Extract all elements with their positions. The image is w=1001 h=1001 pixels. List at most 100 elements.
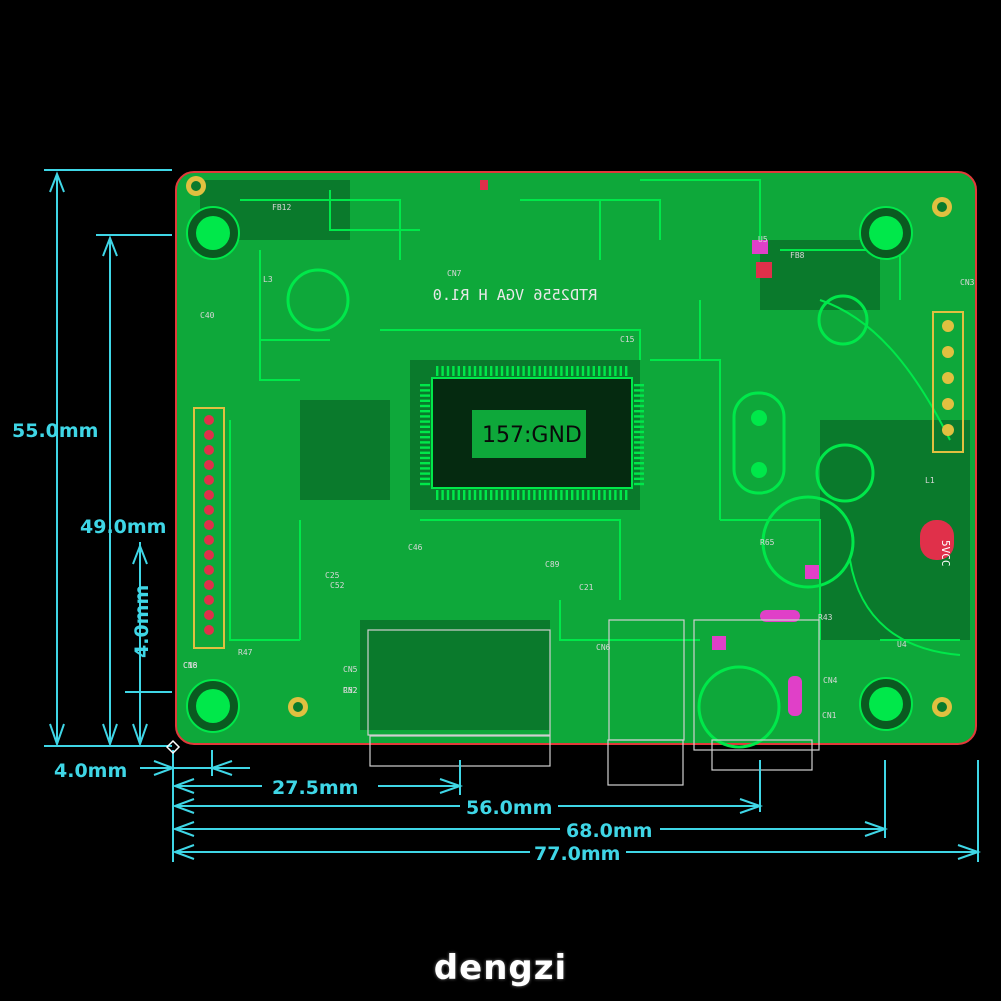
header-pin [204, 625, 214, 635]
chip-pin [533, 366, 536, 376]
chip-pin [549, 490, 552, 500]
silkscreen-label: FB8 [790, 251, 805, 260]
chip-pin [634, 430, 644, 434]
chip-pin [614, 490, 617, 500]
chip-pin [634, 472, 644, 475]
header-pin [204, 460, 214, 470]
chip-pin [420, 482, 430, 486]
chip-pin [420, 477, 430, 480]
chip-pin [592, 490, 595, 500]
chip-pin [500, 490, 504, 500]
silkscreen-label: CN3 [960, 278, 975, 287]
chip-pin [420, 446, 430, 449]
chip-pin [463, 366, 466, 376]
header-pin [204, 430, 214, 440]
header-pin [204, 505, 214, 515]
chip-pin [576, 490, 579, 500]
crystal [732, 391, 786, 495]
connector-outlines [367, 619, 820, 786]
trace [380, 329, 641, 360]
chip-pin [571, 366, 574, 376]
header-pin [204, 445, 214, 455]
chip-pin [634, 410, 644, 413]
dim-width-3: 68.0mm [566, 820, 652, 842]
header-pin [942, 424, 954, 436]
chip-pin [565, 490, 568, 500]
chip-pin [473, 366, 477, 376]
chip-pin [420, 420, 430, 423]
dim-height-small: 4.0mm [131, 585, 153, 658]
chip-pin [533, 490, 536, 500]
chip-pin [522, 490, 525, 500]
chip-pin [457, 366, 460, 376]
silkscreen-label: R43 [818, 613, 833, 622]
header-pin [204, 475, 214, 485]
chip-pin [457, 490, 460, 500]
chip-pin [634, 441, 644, 444]
dimension-lines [44, 169, 982, 862]
chip-pin [420, 404, 430, 408]
chip-pin [484, 366, 487, 376]
chip-pin [517, 490, 520, 500]
header-pin [204, 490, 214, 500]
chip-pin [634, 467, 644, 470]
revision-mark: RTD2556 VGA H R1.0 [433, 286, 598, 304]
header-pin [204, 595, 214, 605]
traces [229, 179, 961, 656]
trace [259, 250, 300, 381]
chip-pin [544, 490, 547, 500]
chip-pin [420, 472, 430, 475]
dim-width-1: 27.5mm [272, 777, 358, 799]
silkscreen-label: CN4 [823, 676, 838, 685]
chip-pin [549, 366, 552, 376]
chip-pin [603, 366, 606, 376]
chip-pin [420, 467, 430, 470]
chip-pin [625, 366, 628, 376]
trace [640, 179, 761, 250]
header-cn8 [193, 407, 225, 649]
header-pin [204, 415, 214, 425]
chip-pin [608, 490, 612, 500]
chip-pin [634, 394, 644, 397]
chip-pin [420, 462, 430, 465]
silkscreen-label: U4 [897, 640, 907, 649]
chip-pin [484, 490, 487, 500]
silkscreen-label: CN7 [447, 269, 462, 278]
chip-pin [420, 436, 430, 439]
chip-pin [625, 490, 628, 500]
silkscreen-label: CN2 [343, 686, 358, 695]
chip-pins [420, 366, 644, 500]
chip-pin [420, 451, 430, 454]
chip-pin [420, 410, 430, 413]
capacitors [286, 268, 875, 749]
chip-pin [619, 490, 622, 500]
chip-pin [420, 441, 430, 444]
silkscreen-label: C89 [545, 560, 560, 569]
chip-label: 157:GND [482, 423, 582, 448]
chip-pin [592, 366, 595, 376]
silkscreen-label: C40 [200, 311, 215, 320]
chip-pin [634, 425, 644, 428]
chip-pin [608, 366, 612, 376]
chip-pin [495, 490, 498, 500]
chip-pin [420, 399, 430, 402]
chip-pin [634, 451, 644, 454]
chip-pin [634, 446, 644, 449]
trace [329, 190, 420, 231]
chip-pin [581, 366, 585, 376]
chip-pin [500, 366, 504, 376]
chip-pin [511, 366, 514, 376]
chip-pin [603, 490, 606, 500]
chip-pin [420, 389, 430, 392]
chip-pin [446, 490, 450, 500]
silkscreen-label: C52 [330, 581, 345, 590]
chip-pin [527, 490, 531, 500]
header-pin [204, 535, 214, 545]
chip-pin [463, 490, 466, 500]
chip-label-box [472, 410, 586, 458]
chip-pin [479, 366, 482, 376]
silkscreen-label: CN6 [596, 643, 611, 652]
silkscreen-label: L1 [925, 476, 935, 485]
dim-left-offset: 4.0mm [54, 760, 127, 782]
silkscreen-label: U5 [758, 235, 768, 244]
